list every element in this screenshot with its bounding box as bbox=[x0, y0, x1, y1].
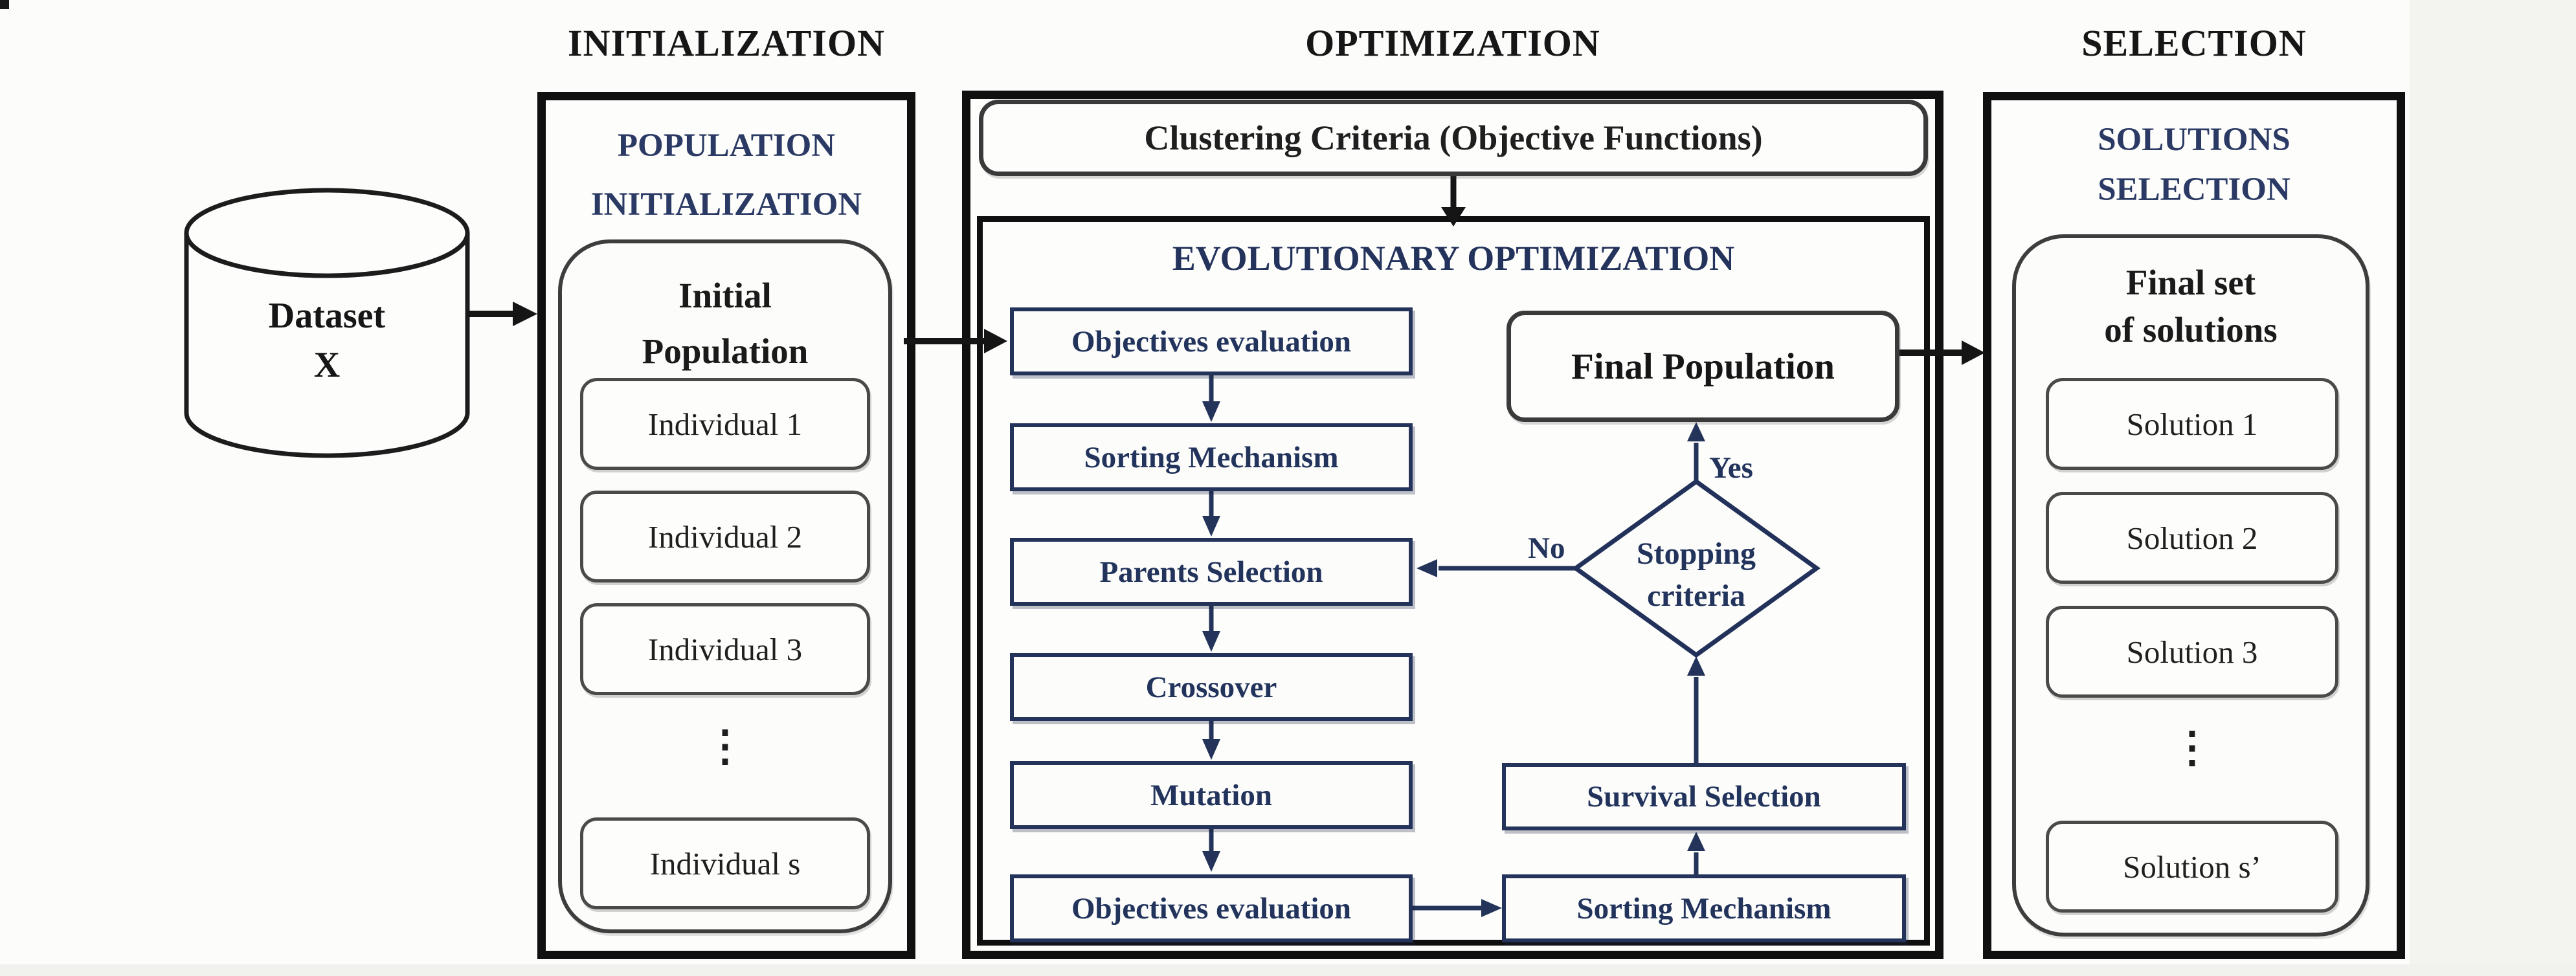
step-mutation: Mutation bbox=[1010, 761, 1413, 829]
population-initialization-heading: POPULATION INITIALIZATION bbox=[537, 116, 915, 234]
stopping-criteria-line2: criteria bbox=[1647, 578, 1745, 613]
arrow-initialization-to-optimization bbox=[904, 329, 1007, 353]
solution-box-2: Solution 2 bbox=[2046, 492, 2338, 584]
initialization-title: INITIALIZATION bbox=[568, 22, 885, 64]
corner-artifact bbox=[0, 0, 9, 9]
solutions-ellipsis: ⋮ bbox=[2171, 724, 2213, 771]
optimization-title: OPTIMIZATION bbox=[1305, 22, 1600, 64]
initial-population-title: Initial Population bbox=[558, 268, 892, 379]
population-initialization-heading-line1: POPULATION bbox=[617, 128, 836, 164]
population-initialization-heading-line2: INITIALIZATION bbox=[590, 186, 862, 223]
selection-title: SELECTION bbox=[2081, 22, 2307, 64]
step-crossover: Crossover bbox=[1010, 653, 1413, 721]
dataset-label-line1: Dataset bbox=[268, 296, 386, 336]
arrow-parents-to-crossover bbox=[1202, 606, 1220, 652]
page-bottom-margin bbox=[0, 964, 2576, 976]
solutions-selection-heading-line2: SELECTION bbox=[2098, 171, 2290, 208]
arrow-survival-to-decision bbox=[1687, 656, 1705, 763]
evolutionary-optimization-heading: EVOLUTIONARY OPTIMIZATION bbox=[1172, 239, 1735, 278]
step-objectives-evaluation-1: Objectives evaluation bbox=[1010, 307, 1413, 375]
final-set-title-line1: Final set bbox=[2125, 263, 2256, 302]
final-population-box: Final Population bbox=[1506, 311, 1899, 422]
arrow-objectives2-to-sorting2 bbox=[1413, 899, 1502, 917]
initial-population-title-line2: Population bbox=[642, 331, 809, 371]
initial-population-title-line1: Initial bbox=[678, 276, 772, 315]
yes-label: Yes bbox=[1709, 451, 1753, 485]
page-right-margin bbox=[2410, 0, 2576, 976]
dataset-cylinder-top bbox=[184, 188, 470, 278]
individual-box-s: Individual s bbox=[580, 817, 870, 909]
final-set-container bbox=[2012, 234, 2369, 937]
individuals-ellipsis: ⋮ bbox=[704, 723, 746, 770]
dataset-label-line2: X bbox=[313, 345, 341, 386]
final-set-title-line2: of solutions bbox=[2104, 310, 2278, 350]
solution-box-1: Solution 1 bbox=[2046, 378, 2338, 470]
dataset-cylinder bbox=[184, 188, 470, 458]
stopping-criteria-diamond bbox=[1572, 478, 1820, 658]
step-parents-selection: Parents Selection bbox=[1010, 538, 1413, 606]
survival-selection-box: Survival Selection bbox=[1502, 763, 1906, 830]
solutions-selection-heading-line1: SOLUTIONS bbox=[2098, 122, 2290, 158]
stopping-criteria-line1: Stopping bbox=[1636, 537, 1756, 571]
dataset-label: Dataset X bbox=[186, 291, 467, 390]
individual-box-3: Individual 3 bbox=[580, 603, 870, 695]
individual-box-1: Individual 1 bbox=[580, 378, 870, 470]
arrow-clustering-to-evolutionary bbox=[1441, 176, 1466, 227]
step-sorting-mechanism-1: Sorting Mechanism bbox=[1010, 423, 1413, 491]
individual-box-2: Individual 2 bbox=[580, 491, 870, 582]
arrow-sorting1-to-parents bbox=[1202, 490, 1220, 537]
step-objectives-evaluation-2: Objectives evaluation bbox=[1010, 874, 1413, 942]
stopping-criteria-label: Stopping criteria bbox=[1599, 533, 1793, 617]
arrow-crossover-to-mutation bbox=[1202, 721, 1220, 760]
final-set-title: Final set of solutions bbox=[2012, 259, 2369, 353]
solutions-selection-heading: SOLUTIONS SELECTION bbox=[1983, 115, 2405, 214]
solution-box-3: Solution 3 bbox=[2046, 606, 2338, 698]
arrow-dataset-to-initialization bbox=[467, 302, 537, 326]
no-label: No bbox=[1528, 531, 1565, 565]
arrow-finalpopulation-to-selection bbox=[1899, 340, 1985, 365]
arrow-mutation-to-objectives2 bbox=[1202, 829, 1220, 872]
clustering-criteria-box: Clustering Criteria (Objective Functions… bbox=[979, 100, 1928, 176]
arrow-decision-yes-to-finalpopulation bbox=[1687, 422, 1705, 482]
arrow-objectives1-to-sorting1 bbox=[1202, 374, 1220, 422]
arrow-decision-no-to-parents bbox=[1417, 559, 1576, 577]
sorting-mechanism-right-box: Sorting Mechanism bbox=[1502, 874, 1906, 942]
arrow-sorting2-to-survival bbox=[1687, 832, 1705, 874]
solution-box-s: Solution s’ bbox=[2046, 821, 2338, 913]
